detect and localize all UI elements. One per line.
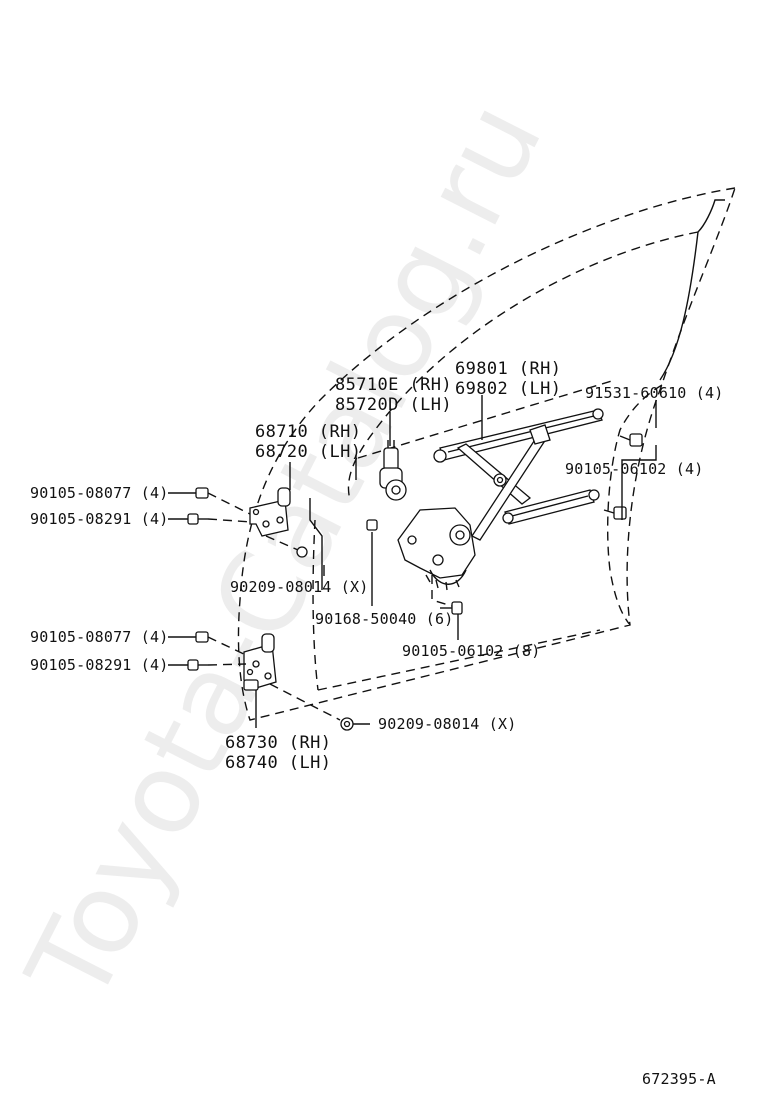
label-motor-lh: 85720D (LH): [335, 395, 452, 415]
label-bolt-08291-upper: 90105-08291 (4): [30, 510, 168, 528]
window-motor: [379, 440, 407, 501]
label-bolt-08077-upper: 90105-08077 (4): [30, 484, 168, 502]
fasteners: [187, 433, 643, 731]
door-outline: [237, 187, 736, 721]
part-labels: 69801 (RH) 69802 (LH) 85710E (RH) 85720D…: [30, 359, 723, 1088]
label-bolt-08291-lower: 90105-08291 (4): [30, 656, 168, 674]
figure-id: 672395-A: [642, 1070, 716, 1088]
label-bolt-90168: 90168-50040 (6): [315, 610, 453, 628]
watermark: Toyota-Catalog.ru: [3, 83, 568, 1024]
lower-hinge: [243, 633, 277, 691]
label-nut-08014-upper: 90209-08014 (X): [230, 578, 368, 596]
upper-hinge: [249, 487, 291, 537]
label-bolt-91531: 91531-60610 (4): [585, 384, 723, 402]
label-bolt-90105-06102-4: 90105-06102 (4): [565, 460, 703, 478]
window-regulator: [397, 408, 604, 591]
label-regulator-lh: 69802 (LH): [455, 379, 561, 399]
label-lower-hinge-rh: 68730 (RH): [225, 733, 331, 753]
label-motor-rh: 85710E (RH): [335, 375, 452, 395]
label-lower-hinge-lh: 68740 (LH): [225, 753, 331, 773]
label-bolt-90105-06102-8: 90105-06102 (8): [402, 642, 540, 660]
leader-lines: [168, 395, 657, 728]
label-bolt-08077-lower: 90105-08077 (4): [30, 628, 168, 646]
label-nut-08014-lower: 90209-08014 (X): [378, 715, 516, 733]
label-regulator-rh: 69801 (RH): [455, 359, 561, 379]
label-upper-hinge-rh: 68710 (RH): [255, 422, 361, 442]
label-upper-hinge-lh: 68720 (LH): [255, 442, 361, 462]
